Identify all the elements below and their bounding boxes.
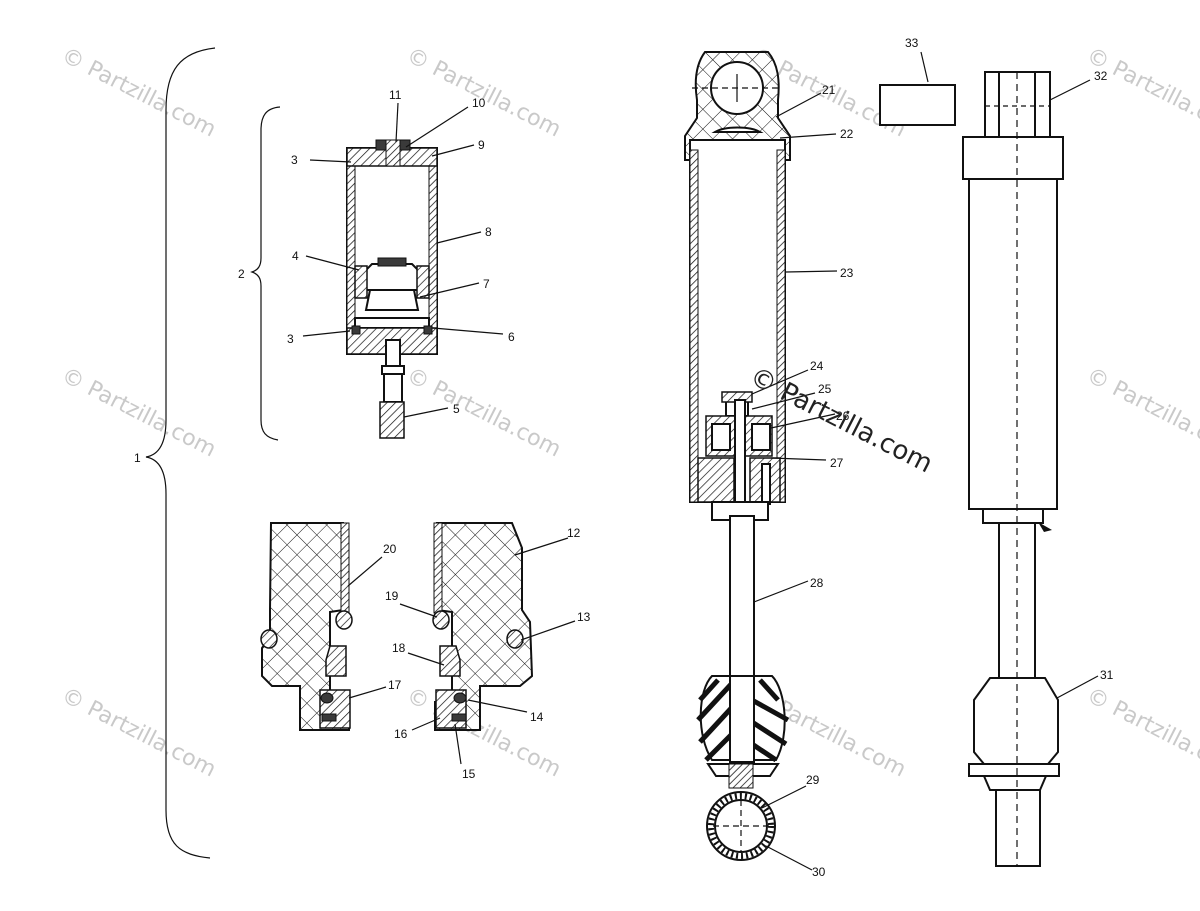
callout-12: 12	[567, 526, 581, 540]
callout-27: 27	[830, 456, 844, 470]
brace-assembly-1	[145, 47, 216, 859]
callout-29: 29	[806, 773, 820, 787]
callout-11: 11	[389, 88, 402, 102]
callout-26: 26	[836, 409, 850, 423]
callout-30: 30	[812, 865, 826, 879]
callout-3-top: 3	[291, 153, 298, 167]
reservoir-callouts: 11 10 9 3 8 4 7 3 6 5	[287, 88, 515, 418]
callout-33: 33	[905, 36, 919, 50]
callout-2: 2	[238, 267, 245, 281]
callout-31: 31	[1100, 668, 1114, 682]
spacer-part-33: 33	[879, 36, 956, 126]
watermark-text: © Partzilla.com	[1082, 43, 1200, 142]
seal-head-callouts: 12 20 19 13 18 17 14 16 15	[347, 526, 591, 781]
callout-19: 19	[385, 589, 399, 603]
callout-1: 1	[134, 451, 141, 465]
callout-8: 8	[485, 225, 492, 239]
callout-22: 22	[840, 127, 854, 141]
callout-7: 7	[483, 277, 490, 291]
callout-32: 32	[1094, 69, 1108, 83]
reservoir-canister	[346, 139, 438, 439]
watermark-text: © Partzilla.com	[57, 363, 220, 462]
shock-body-callouts: 21 22 23 24 25 26 27 28 29 30	[751, 83, 854, 879]
watermark-text: © Partzilla.com	[1082, 683, 1200, 782]
callout-16: 16	[394, 727, 408, 741]
callout-17: 17	[388, 678, 402, 692]
watermark-text: © Partzilla.com	[1082, 363, 1200, 462]
watermark-text: © Partzilla.com	[402, 683, 565, 782]
seal-head-section	[260, 522, 534, 731]
callout-23: 23	[840, 266, 854, 280]
callout-10: 10	[472, 96, 486, 110]
callout-6: 6	[508, 330, 515, 344]
watermark-text: © Partzilla.com	[402, 43, 565, 142]
callout-4: 4	[292, 249, 299, 263]
callout-25: 25	[818, 382, 832, 396]
callout-5: 5	[453, 402, 460, 416]
watermark-text: © Partzilla.com	[57, 43, 220, 142]
callout-21: 21	[822, 83, 836, 97]
callout-13: 13	[577, 610, 591, 624]
callout-3-bottom: 3	[287, 332, 294, 346]
callout-28: 28	[810, 576, 824, 590]
assembled-shock-callouts: 32 31	[1049, 69, 1114, 699]
callout-15: 15	[462, 767, 476, 781]
callout-18: 18	[392, 641, 406, 655]
shock-body-section	[684, 51, 791, 861]
watermark-text: © Partzilla.com	[57, 683, 220, 782]
assembled-shock-view	[962, 71, 1064, 867]
callout-14: 14	[530, 710, 544, 724]
brace-reservoir-2	[250, 106, 281, 441]
callout-24: 24	[810, 359, 824, 373]
callout-20: 20	[383, 542, 397, 556]
callout-9: 9	[478, 138, 485, 152]
